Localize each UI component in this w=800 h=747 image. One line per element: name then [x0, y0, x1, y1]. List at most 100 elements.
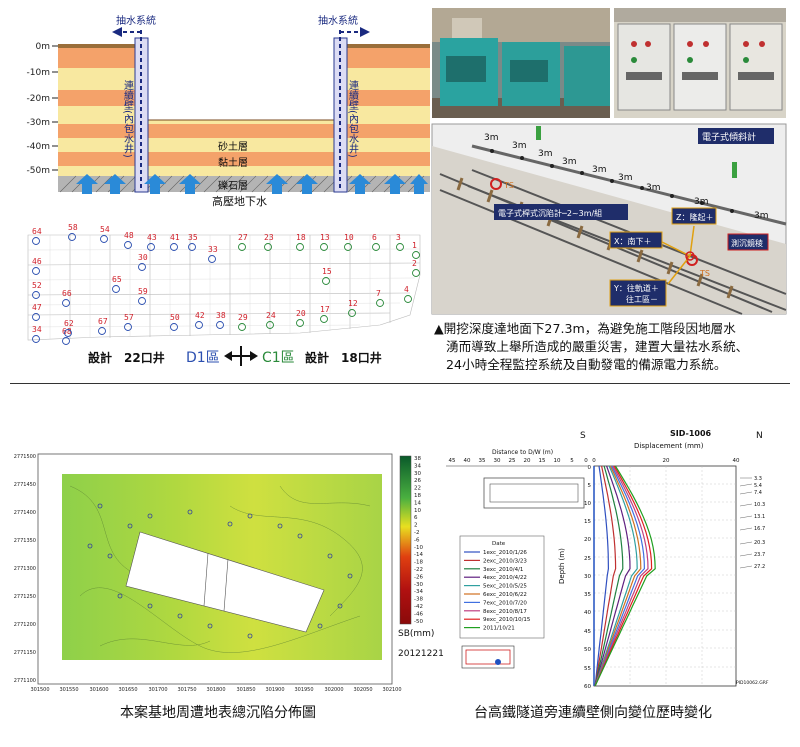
depth-tick: 60	[584, 684, 591, 690]
well-marker	[264, 243, 272, 251]
c1-design-label: 設計 18口井	[305, 351, 382, 365]
map-y-tick: 2771100	[14, 678, 36, 684]
well-number: 50	[170, 313, 180, 322]
scale-tick: -38	[414, 597, 423, 603]
prism-label: 測沉鏡稜	[731, 238, 763, 248]
well-number: 24	[266, 311, 276, 320]
top-tick: 25	[509, 458, 516, 464]
strut-depth: 20.3	[754, 540, 765, 546]
top-tick: 20	[663, 458, 670, 464]
well-marker	[376, 299, 384, 307]
legend-entry: 4exc_2010/4/22	[483, 575, 527, 581]
displacement-curve	[594, 465, 649, 687]
well-number: 59	[138, 287, 148, 296]
well-marker	[238, 323, 246, 331]
scale-tick: -26	[414, 574, 423, 580]
map-x-tick: 301750	[177, 687, 196, 693]
legend-entry: 5exc_2010/5/25	[483, 584, 527, 590]
map-y-tick: 2771200	[14, 622, 36, 628]
cross-section-diagram: 0m -10m -20m -30m -40m -50m 抽水系統 抽水系統 連續…	[27, 14, 430, 208]
z-axis-label: Z：隆起＋	[676, 212, 713, 222]
scale-tick: -46	[414, 611, 423, 617]
scale-tick: 10	[414, 508, 421, 514]
scale-tick: -14	[414, 552, 423, 558]
depth-tick: 15	[584, 519, 591, 525]
well-marker	[372, 243, 380, 251]
strut-depth: 13.1	[754, 514, 765, 520]
well-number: 7	[376, 289, 381, 298]
displacement-curve	[594, 465, 638, 687]
well-number: 48	[124, 231, 134, 240]
well-number: 4	[404, 285, 409, 294]
well-number: 54	[100, 225, 110, 234]
strut-depth: 23.7	[754, 552, 765, 558]
depth-tick: 25	[584, 556, 591, 562]
well-marker	[208, 255, 216, 263]
scale-tick: -6	[414, 537, 420, 543]
pump-system-label: 抽水系統	[318, 14, 358, 27]
depth-tick: 0m	[36, 42, 51, 52]
scale-tick: 30	[414, 471, 421, 477]
legend-entry: 1exc_2010/1/26	[483, 550, 527, 556]
map-y-tick: 2771400	[14, 510, 36, 516]
well-number: 52	[32, 281, 42, 290]
map-x-tick: 301900	[265, 687, 284, 693]
settlement-rod-label: 電子式桿式沉陷計─2~3m/組	[498, 208, 602, 218]
depth-tick: 20	[584, 537, 591, 543]
well-number: 62	[64, 319, 74, 328]
well-marker	[412, 269, 420, 277]
map-y-tick: 2771350	[14, 538, 36, 544]
high-pressure-label: 高壓地下水	[212, 194, 267, 208]
scale-tick: 14	[414, 500, 421, 506]
well-number: 33	[208, 245, 218, 254]
strut-depth: 16.7	[754, 526, 765, 532]
well-marker	[32, 291, 40, 299]
map-x-tick: 302100	[382, 687, 401, 693]
ts-target-icon	[490, 178, 502, 190]
well-number: 35	[188, 233, 198, 242]
scale-tick: 2	[414, 523, 418, 529]
displacement-axis-label: Displacement (mm)	[634, 442, 704, 450]
section-divider	[10, 383, 790, 384]
map-x-tick: 301850	[236, 687, 255, 693]
well-number: 38	[216, 311, 226, 320]
caption-line-3: 24小時全程監控系統及自動發電的備源電力系統。	[446, 357, 727, 372]
scale-tick: 38	[414, 456, 421, 462]
well-marker	[322, 277, 330, 285]
spacing-label: 3m	[512, 141, 527, 151]
depth-tick: 35	[584, 592, 591, 598]
well-number: 18	[296, 233, 306, 242]
well-marker	[112, 285, 120, 293]
settlement-contour-map: 2771500 2771450 2771400 2771350 2771300 …	[14, 453, 444, 693]
map-y-tick: 2771300	[14, 566, 36, 572]
depth-tick: 50	[584, 647, 591, 653]
map-y-tick: 2771150	[14, 650, 36, 656]
well-number: 10	[344, 233, 354, 242]
map-x-tick: 301650	[118, 687, 137, 693]
distance-axis-label: Distance to D/W (m)	[492, 449, 553, 456]
inclinometer-chart: S N SID-1006 Displacement (mm) Distance …	[446, 429, 769, 690]
well-marker	[396, 243, 404, 251]
depth-tick: -30m	[27, 118, 50, 128]
scale-unit-label: SB(mm)	[398, 629, 434, 639]
tilt-meter-label: 電子式傾斜計	[702, 131, 756, 143]
depth-tick: 0	[588, 465, 592, 471]
scale-tick: 6	[414, 515, 418, 521]
top-tick: 20	[524, 458, 531, 464]
well-number: 13	[320, 233, 330, 242]
well-number: 2	[412, 259, 417, 268]
well-number: 57	[124, 313, 134, 322]
depth-axis-label: Depth (m)	[558, 548, 566, 584]
well-number: 29	[238, 313, 248, 322]
well-number: 43	[147, 233, 157, 242]
top-tick: 10	[554, 458, 561, 464]
monitoring-system-diagram: 3m 3m 3m 3m 3m 3m 3m 3m 3m TS TS 電子式傾斜計 …	[431, 123, 787, 315]
well-number: 47	[32, 303, 42, 312]
pump-system-label: 抽水系統	[116, 14, 156, 27]
well-marker	[296, 319, 304, 327]
spacing-label: 3m	[694, 197, 709, 207]
map-caption: 本案基地周遭地表總沉陷分佈圖	[120, 705, 316, 721]
x-axis-label: X：南下＋	[614, 236, 651, 246]
map-x-tick: 301500	[30, 687, 49, 693]
site-photo-generators	[432, 8, 610, 118]
